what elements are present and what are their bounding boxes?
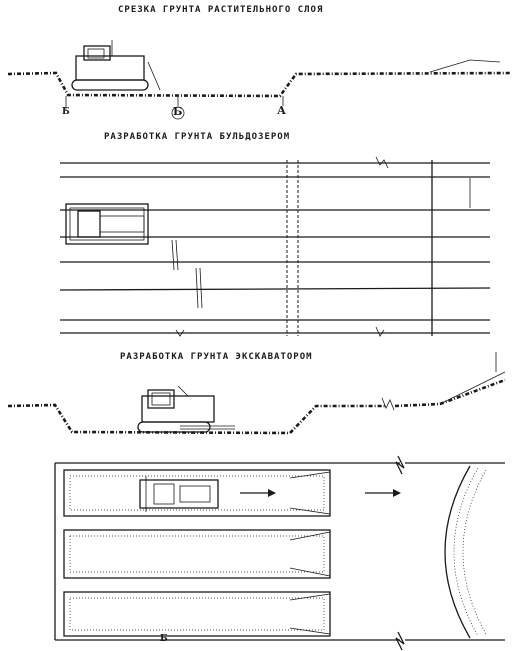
- trench-3: [63, 591, 331, 637]
- section1-slope-line: [429, 59, 501, 73]
- section1-ground-line: [7, 71, 511, 98]
- section3-profile: [7, 352, 506, 435]
- excavation-arc: [444, 465, 471, 639]
- break-line-icon: [375, 326, 385, 337]
- bulldozer-icon: [71, 45, 161, 91]
- section3-slope-line: [394, 378, 506, 408]
- section3-title: РАЗРАБОТКА ГРУНТА ЭКСКАВАТОРОМ: [120, 352, 313, 362]
- excavator-plan-icon: [139, 476, 219, 512]
- section2-title: РАЗРАБОТКА ГРУНТА БУЛЬДОЗЕРОМ: [104, 132, 291, 142]
- section3-ground-line: [7, 403, 385, 435]
- trench-2: [63, 529, 331, 579]
- excavator-icon: [137, 385, 235, 433]
- section3-plan: [54, 455, 505, 651]
- section1-markers: [65, 96, 284, 120]
- section1-profile: [7, 40, 511, 98]
- bulldozer-plan-icon: [65, 203, 149, 245]
- break-line-icon: [395, 631, 405, 651]
- break-line-icon: [395, 455, 405, 475]
- mark-left: Б: [62, 107, 70, 117]
- arrow-right-icon: [240, 489, 276, 497]
- mark-bottom: Б: [160, 634, 168, 644]
- arrow-right-icon: [365, 489, 401, 497]
- section1-title: СРЕЗКА ГРУНТА РАСТИТЕЛЬНОГО СЛОЯ: [118, 5, 324, 15]
- break-line-icon: [375, 156, 389, 169]
- mark-a: А: [277, 104, 286, 117]
- section2-plan: [59, 156, 491, 337]
- mark-b: Б: [173, 105, 183, 118]
- break-line-icon: [381, 397, 395, 411]
- break-line-icon: [175, 329, 185, 337]
- trench-1: [63, 469, 331, 517]
